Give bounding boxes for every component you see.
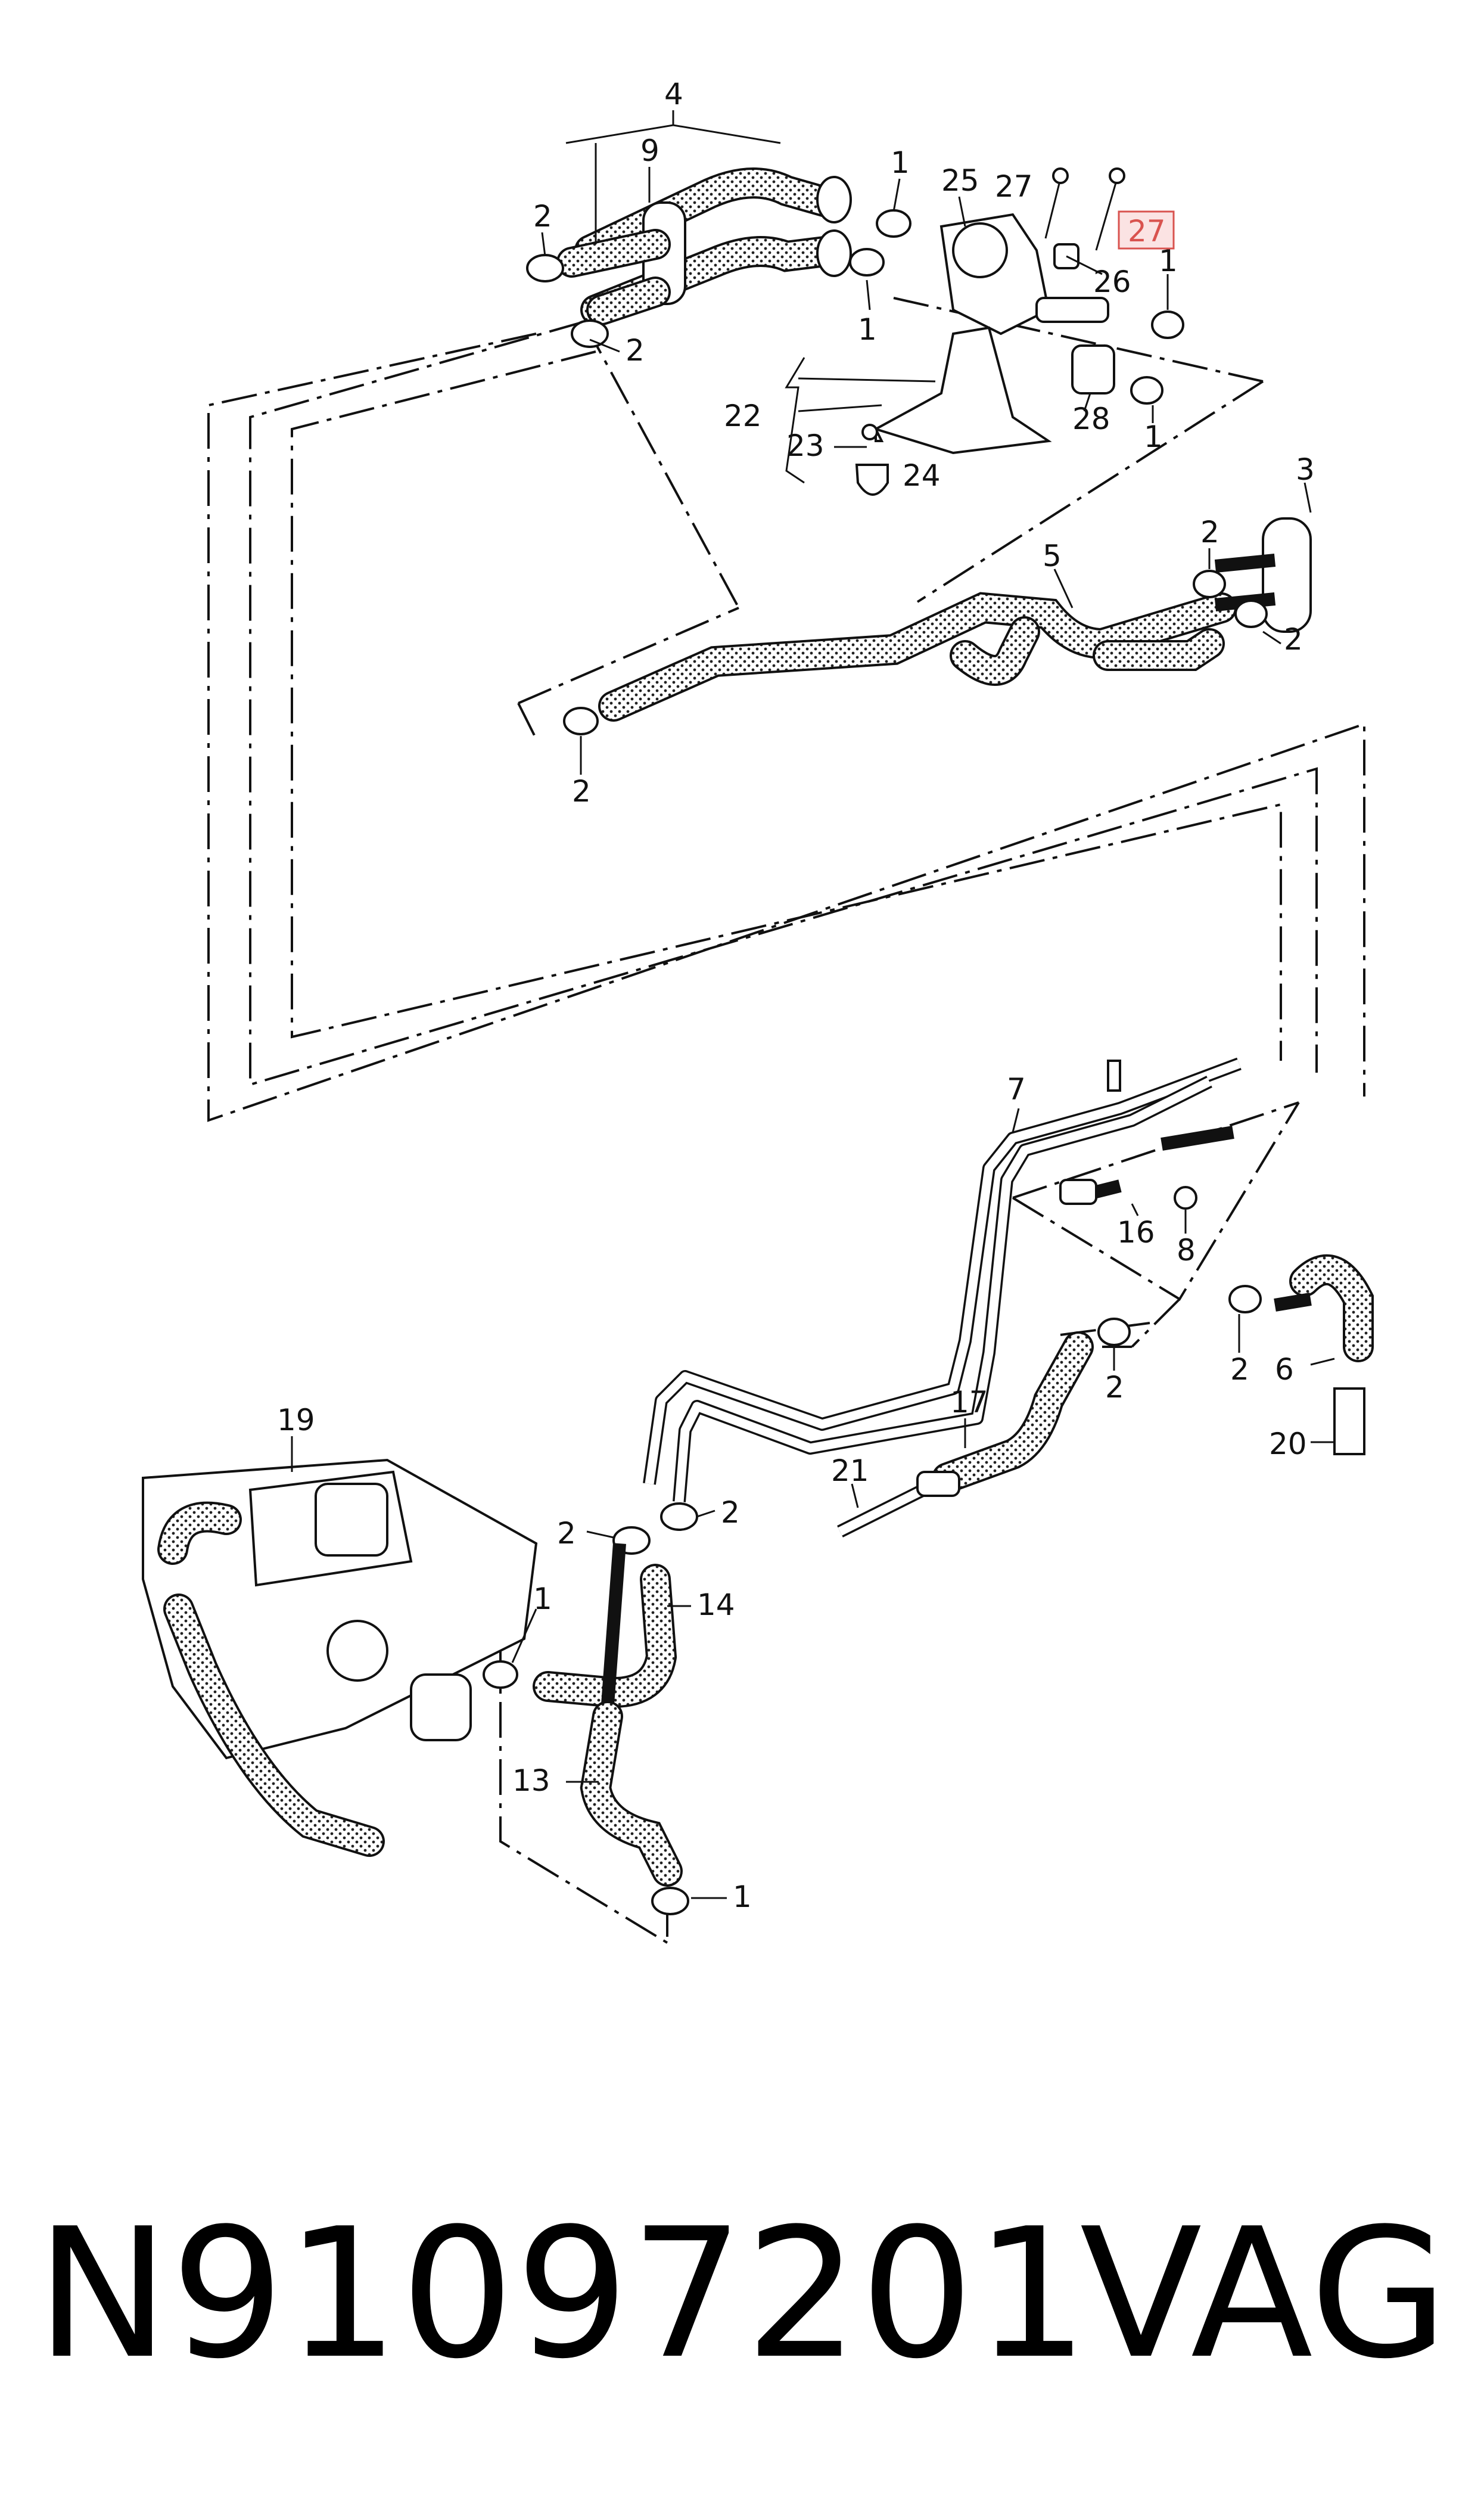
callout-2: 2 — [572, 774, 591, 809]
callout-6: 6 — [1275, 1352, 1294, 1387]
callout-1: 1 — [533, 1582, 552, 1616]
callout-4: 4 — [664, 77, 683, 111]
callout-labels: 4 9 2 2 1 25 27 27 1 26 1 1 22 23 24 28 … — [277, 77, 1315, 1914]
flange-3 — [1262, 517, 1312, 633]
callout-8: 8 — [1177, 1233, 1196, 1268]
callout-3: 3 — [1296, 452, 1315, 487]
callout-7: 7 — [1007, 1072, 1026, 1107]
callout-9: 9 — [640, 133, 659, 168]
callout-19: 19 — [277, 1403, 315, 1437]
callout-23: 23 — [786, 428, 825, 463]
callout-1: 1 — [891, 145, 910, 180]
leader-lines — [291, 110, 1335, 1899]
callout-14: 14 — [697, 1588, 735, 1622]
callout-1: 1 — [858, 312, 877, 347]
auxiliary-heater-19 — [142, 1458, 538, 1857]
callout-5: 5 — [1043, 539, 1062, 573]
callout-27-highlight[interactable]: 27 — [1128, 214, 1166, 249]
bolt-27a — [1044, 178, 1062, 239]
callout-25: 25 — [941, 163, 979, 198]
callout-28: 28 — [1072, 402, 1110, 436]
callout-2: 2 — [1200, 515, 1219, 549]
valve-25 — [855, 167, 1125, 496]
grommet-24 — [855, 464, 889, 496]
callout-22: 22 — [724, 399, 762, 433]
callout-16: 16 — [1117, 1215, 1155, 1250]
pipe-7 — [643, 1057, 1242, 1502]
callout-2: 2 — [1105, 1370, 1124, 1405]
callout-13: 13 — [512, 1763, 550, 1798]
bracket-22 — [872, 326, 1052, 455]
part-number-label: N91097201 — [36, 2190, 1090, 2398]
bracket-16 — [1059, 1179, 1097, 1205]
callout-21: 21 — [831, 1453, 869, 1488]
callout-2: 2 — [1284, 622, 1303, 657]
brand-label: VAG — [1079, 2190, 1448, 2398]
hose-17 — [837, 1318, 1131, 1538]
callout-27: 27 — [995, 169, 1033, 204]
bolt-8 — [1174, 1186, 1197, 1210]
callout-2: 2 — [626, 333, 645, 368]
callout-1: 1 — [733, 1880, 752, 1914]
clamps-top — [526, 209, 1184, 405]
heater-core-hoses-4 — [556, 167, 852, 325]
callout-26: 26 — [1093, 265, 1131, 299]
callout-2: 2 — [721, 1495, 740, 1530]
highlight-box-27[interactable] — [1118, 210, 1175, 250]
part-28 — [1071, 344, 1115, 395]
callout-2: 2 — [1230, 1352, 1249, 1387]
callout-20: 20 — [1269, 1427, 1307, 1461]
callout-17: 17 — [950, 1385, 988, 1420]
bolt-27b — [1095, 178, 1118, 251]
callout-2: 2 — [557, 1516, 576, 1551]
hose-13 — [580, 1701, 689, 1915]
callout-1: 1 — [1159, 244, 1178, 278]
callout-1: 1 — [1144, 420, 1163, 454]
hose-6 — [1228, 1254, 1374, 1455]
callout-2: 2 — [533, 199, 552, 234]
hose-5 — [563, 517, 1312, 735]
callout-24: 24 — [903, 458, 941, 493]
hose-14 — [483, 1502, 698, 1709]
